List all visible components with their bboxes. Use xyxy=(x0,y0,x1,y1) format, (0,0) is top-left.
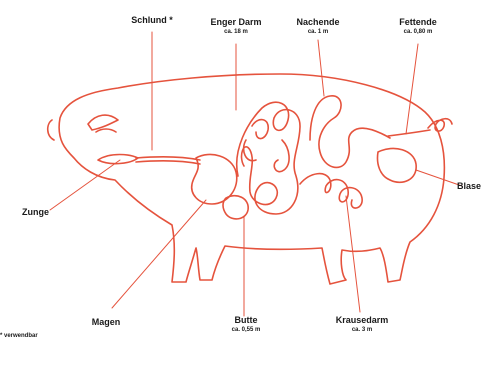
leader-zunge xyxy=(50,160,120,210)
tongue-shape xyxy=(98,155,138,164)
rectum-shape xyxy=(388,130,430,136)
krausedarm-coils xyxy=(300,174,362,208)
pig-snout xyxy=(48,120,54,140)
pig-ear xyxy=(88,115,118,130)
label-zunge: Zunge xyxy=(22,208,49,217)
footnote: * verwendbar xyxy=(0,333,38,339)
esophagus-shape xyxy=(136,157,200,164)
label-fettende: Fettende ca. 0,80 m xyxy=(399,18,437,35)
label-blase: Blase xyxy=(457,182,481,191)
leader-fettende xyxy=(406,44,418,134)
pig-eye xyxy=(96,129,116,132)
label-krausedarm: Krausedarm ca. 3 m xyxy=(336,316,389,333)
label-magen: Magen xyxy=(92,318,121,327)
label-schlund: Schlund * xyxy=(131,16,173,25)
bladder-shape xyxy=(378,148,417,182)
leader-nachende xyxy=(318,40,324,96)
label-nachende: Nachende ca. 1 m xyxy=(296,18,339,35)
label-butte: Butte ca. 0,55 m xyxy=(232,316,261,333)
leader-blase xyxy=(416,170,462,186)
leader-krausedarm xyxy=(346,196,360,312)
label-enger-darm: Enger Darm ca. 18 m xyxy=(210,18,261,35)
